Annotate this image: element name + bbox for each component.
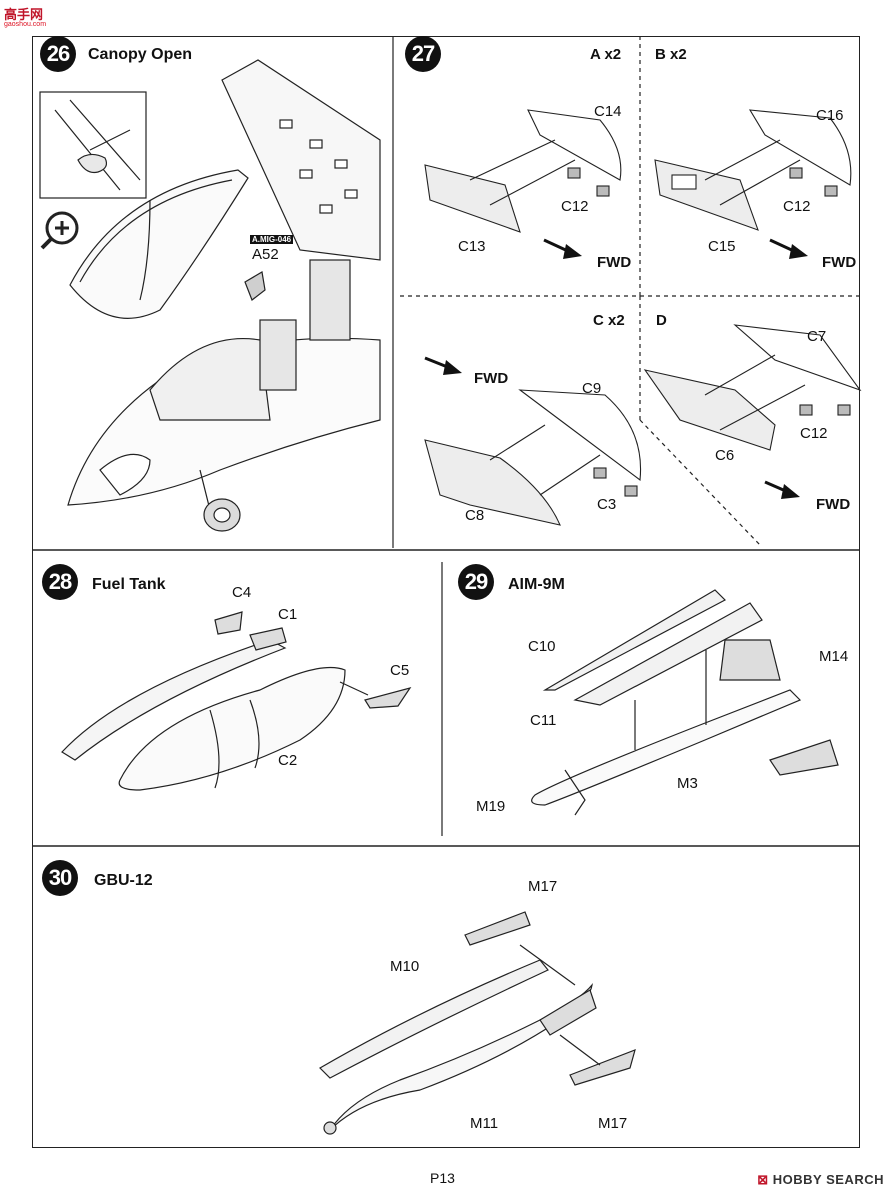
variant-d-label: D [656, 312, 667, 329]
part-c13-label: C13 [458, 238, 486, 255]
part-c5-label: C5 [390, 662, 410, 679]
part-a52-label: A52 [252, 246, 279, 263]
part-c4-label: C4 [232, 584, 252, 601]
part-m14-label: M14 [819, 648, 849, 665]
part-m3-label: M3 [677, 775, 698, 792]
part-c12-label-d: C12 [800, 425, 828, 442]
detail-inset [39, 91, 147, 199]
hobbysearch-watermark: ⊠ HOBBY SEARCH [757, 1172, 884, 1187]
part-c11-label: C11 [530, 712, 557, 729]
instruction-frame [32, 36, 860, 1148]
part-m17-label-top: M17 [528, 878, 558, 895]
step30-art [319, 911, 636, 1135]
magnify-plus-icon [40, 211, 79, 250]
page-number: P13 [430, 1170, 455, 1186]
fwd-label-c: FWD [474, 370, 509, 387]
step26-art [39, 59, 381, 532]
step-28-title: Fuel Tank [92, 576, 166, 593]
part-c3-label: C3 [597, 496, 617, 513]
part-c1-label: C1 [278, 606, 298, 623]
part-c12-label-b: C12 [783, 198, 811, 215]
part-m11-label: M11 [470, 1115, 499, 1132]
part-c7-label: C7 [807, 328, 827, 345]
part-c15-label: C15 [708, 238, 736, 255]
step-28-badge: 28 [42, 564, 78, 600]
part-c14-label: C14 [594, 103, 622, 120]
part-c10-label: C10 [528, 638, 556, 655]
fwd-label-b: FWD [822, 254, 857, 271]
part-c16-label: C16 [816, 107, 844, 124]
fwd-label-a: FWD [597, 254, 632, 271]
part-c8-label: C8 [465, 507, 485, 524]
part-ref-label: A.MIG-046 [250, 235, 294, 244]
variant-b-label: B x2 [655, 46, 687, 63]
step-29-title: AIM-9M [508, 576, 565, 593]
part-m19-label: M19 [476, 798, 506, 815]
step-27-badge: 27 [405, 36, 441, 72]
part-c2-label: C2 [278, 752, 298, 769]
step28-art [61, 611, 412, 791]
part-m17-label-bottom: M17 [598, 1115, 628, 1132]
watermark-logo: 高手网 gaoshou.com [4, 7, 47, 28]
fwd-arrows [424, 238, 808, 499]
part-c9-label: C9 [582, 380, 602, 397]
part-m10-label: M10 [390, 958, 420, 975]
dash-27-diag [639, 419, 761, 546]
step27-art [424, 109, 862, 526]
fwd-label-d: FWD [816, 496, 851, 513]
hobbysearch-logo-icon: ⊠ [757, 1172, 769, 1187]
step-26-badge: 26 [40, 36, 76, 72]
step-30-title: GBU-12 [94, 872, 153, 889]
step-29-badge: 29 [458, 564, 494, 600]
step29-art [531, 589, 839, 816]
step-30-badge: 30 [42, 860, 78, 896]
part-c12-label-a: C12 [561, 198, 589, 215]
part-c6-label: C6 [715, 447, 735, 464]
step-26-title: Canopy Open [88, 46, 193, 63]
variant-a-label: A x2 [590, 46, 622, 63]
variant-c-label: C x2 [593, 312, 625, 329]
